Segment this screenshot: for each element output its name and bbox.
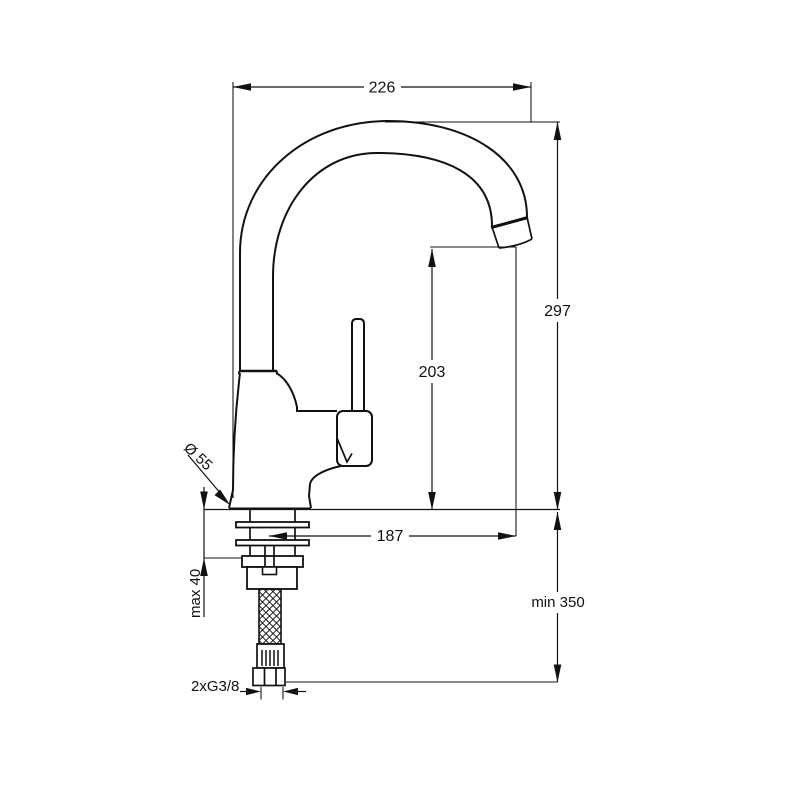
stud-foot — [261, 566, 278, 576]
dim-total-height: 297 — [385, 121, 571, 510]
cartridge-block — [336, 410, 373, 467]
dim-dia55-label: Ø 55 — [180, 439, 215, 474]
braided-hose — [258, 588, 282, 645]
faucet-spout — [238, 119, 533, 375]
dim-g38-label: 2xG3/8 — [191, 678, 239, 695]
dim-187-label: 187 — [377, 528, 404, 545]
handle-lever — [351, 318, 365, 411]
dim-min-hose: min 350 — [286, 512, 585, 683]
dim-226-label: 226 — [369, 80, 396, 97]
dim-max-deck: max 40 — [187, 487, 243, 618]
dim-203-label: 203 — [419, 364, 446, 381]
supply-hose — [252, 588, 286, 687]
mounting-nut — [241, 555, 304, 568]
hose-hex-nut — [252, 667, 286, 687]
dim-min350-label: min 350 — [531, 594, 584, 611]
mounting-hardware — [235, 510, 310, 590]
dim-spout-width: 226 — [232, 80, 532, 498]
dim-spout-reach: 187 — [269, 528, 516, 545]
aerator-joint-line — [490, 216, 529, 229]
dim-max40-label: max 40 — [187, 569, 204, 618]
dim-connection: 2xG3/8 — [191, 678, 306, 700]
faucet-body — [228, 372, 342, 510]
washer-plate-top — [235, 521, 310, 529]
dim-297-label: 297 — [544, 303, 571, 320]
faucet-handle — [336, 318, 373, 467]
washer-plate-bottom — [235, 539, 310, 547]
dim-outlet-height: 203 — [419, 246, 517, 536]
